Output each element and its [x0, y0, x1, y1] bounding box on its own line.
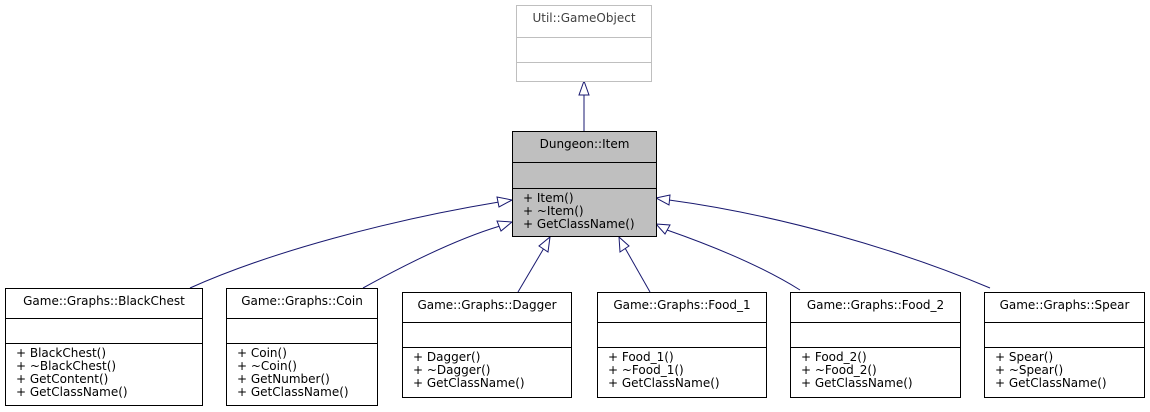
attributes-section [513, 162, 656, 188]
inheritance-arrowhead [618, 235, 630, 253]
operation: + Food_1() [608, 350, 674, 364]
operation: + GetClassName() [995, 376, 1107, 390]
class-name: Game::Graphs::Food_2 [806, 298, 945, 312]
operation: + GetClassName() [237, 385, 349, 399]
operation: + GetClassName() [608, 376, 720, 390]
edge-food2-to-item [654, 223, 801, 291]
inheritance-arrowhead [578, 79, 590, 96]
class-name: Game::Graphs::Food_1 [613, 298, 751, 312]
class-box-item[interactable]: Dungeon::Item + Item() + ~Item() + GetCl… [512, 131, 657, 237]
class-box-food2[interactable]: Game::Graphs::Food_2 + Food_2() + ~Food_… [790, 292, 961, 398]
operation: + GetClassName() [16, 385, 128, 399]
class-box-gameobject[interactable]: Util::GameObject [516, 5, 652, 82]
attributes-section [517, 37, 651, 62]
operations-section: + Item() + ~Item() + GetClassName() [513, 188, 656, 231]
inheritance-arrowhead [496, 220, 514, 232]
operation: + GetClassName() [523, 217, 635, 231]
inheritance-arrowhead [538, 235, 551, 253]
operation: + GetContent() [16, 372, 109, 386]
operations-section: + BlackChest() + ~BlackChest() + GetCont… [6, 343, 202, 399]
class-box-dagger[interactable]: Game::Graphs::Dagger + Dagger() + ~Dagge… [402, 292, 572, 398]
class-name: Game::Graphs::Dagger [417, 298, 557, 312]
operation: + Coin() [237, 346, 287, 360]
operation: + Item() [523, 191, 574, 205]
class-box-coin[interactable]: Game::Graphs::Coin + Coin() + ~Coin() + … [226, 288, 378, 406]
operations-section: + Dagger() + ~Dagger() + GetClassName() [403, 347, 571, 390]
operation: + GetNumber() [237, 372, 330, 386]
operation: + ~Dagger() [413, 363, 491, 377]
attributes-section [227, 318, 377, 343]
operation: + GetClassName() [413, 376, 525, 390]
attributes-section [598, 322, 766, 347]
attributes-section [6, 318, 202, 343]
class-box-blackchest[interactable]: Game::Graphs::BlackChest + BlackChest() … [5, 288, 203, 406]
attributes-section [403, 322, 571, 347]
class-name: Game::Graphs::Spear [999, 298, 1130, 312]
class-name: Game::Graphs::Coin [241, 294, 363, 308]
operation: + ~Spear() [995, 363, 1064, 377]
operation: + Spear() [995, 350, 1054, 364]
operation: + Dagger() [413, 350, 481, 364]
inheritance-arrowhead [654, 223, 671, 235]
class-name: Util::GameObject [532, 11, 636, 25]
operation: + ~Food_2() [801, 363, 877, 377]
edge-food1-to-item [618, 235, 651, 293]
operations-section: + Coin() + ~Coin() + GetNumber() + GetCl… [227, 343, 377, 399]
operation: + GetClassName() [801, 376, 913, 390]
edge-spear-to-item [654, 194, 991, 289]
edge-dagger-to-item [517, 235, 551, 293]
operation: + ~Item() [523, 204, 584, 218]
operations-section: + Spear() + ~Spear() + GetClassName() [985, 347, 1144, 390]
inheritance-arrowhead [496, 196, 514, 208]
edge-coin-to-item [362, 220, 514, 289]
edge-item-to-gameobject [578, 79, 590, 131]
class-box-food1[interactable]: Game::Graphs::Food_1 + Food_1() + ~Food_… [597, 292, 767, 398]
edge-blackchest-to-item [189, 196, 514, 289]
operation: + ~Coin() [237, 359, 297, 373]
class-name: Game::Graphs::BlackChest [23, 294, 185, 308]
attributes-section [985, 322, 1144, 347]
operation: + ~Food_1() [608, 363, 684, 377]
class-box-spear[interactable]: Game::Graphs::Spear + Spear() + ~Spear()… [984, 292, 1145, 398]
operation: + ~BlackChest() [16, 359, 117, 373]
inheritance-arrowhead [654, 194, 671, 206]
operations-section: + Food_2() + ~Food_2() + GetClassName() [791, 347, 960, 390]
operations-section: + Food_1() + ~Food_1() + GetClassName() [598, 347, 766, 390]
attributes-section [791, 322, 960, 347]
class-name: Dungeon::Item [539, 137, 630, 151]
operation: + Food_2() [801, 350, 867, 364]
operation: + BlackChest() [16, 346, 107, 360]
operations-section [517, 62, 651, 86]
